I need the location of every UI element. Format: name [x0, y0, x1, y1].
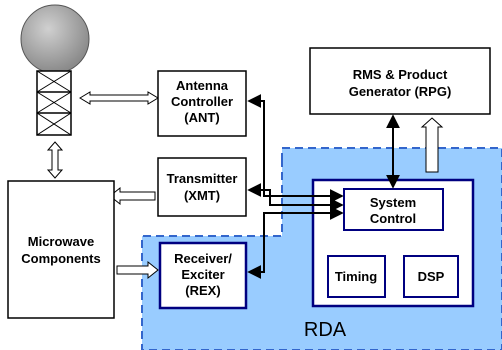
xmt-box: Transmitter (XMT) — [157, 157, 247, 217]
ant-label-line2: Controller — [171, 94, 233, 109]
xmt-sysctrl-connector — [247, 183, 344, 212]
rex-label-line2: Exciter — [181, 267, 224, 282]
rpg-box: RMS & Product Generator (RPG) — [309, 47, 491, 115]
xmt-label-line2: (XMT) — [184, 188, 220, 203]
timing-box: Timing — [327, 255, 386, 298]
system-control-label-line1: System — [370, 195, 416, 210]
microwave-label-line2: Components — [21, 251, 100, 266]
rda-to-rpg-arrow — [420, 117, 444, 173]
rex-sysctrl-connector — [247, 206, 344, 279]
xmt-to-microwave-arrow — [109, 186, 156, 206]
rex-label-line1: Receiver/ — [174, 251, 232, 266]
microwave-label-line1: Microwave — [28, 234, 94, 249]
rda-label: RDA — [304, 319, 347, 341]
system-control-label-line2: Control — [370, 211, 416, 226]
ant-label-line3: (ANT) — [184, 110, 219, 125]
radar-tower-icon — [20, 4, 90, 136]
system-control-box: System Control — [343, 188, 444, 231]
ant-label-line1: Antenna — [176, 78, 229, 93]
tower-microwave-double-arrow — [46, 141, 64, 179]
radome-icon — [20, 4, 90, 74]
dsp-box: DSP — [403, 255, 459, 298]
microwave-box: Microwave Components — [7, 180, 115, 319]
timing-label: Timing — [335, 269, 377, 284]
xmt-label-line1: Transmitter — [167, 171, 238, 186]
rex-label-line3: (REX) — [185, 283, 220, 298]
rex-box: Receiver/ Exciter (REX) — [158, 241, 248, 310]
microwave-to-rex-arrow — [116, 260, 159, 280]
ant-box: Antenna Controller (ANT) — [157, 70, 247, 137]
tower-ant-double-arrow — [79, 91, 159, 105]
dsp-label: DSP — [418, 269, 445, 284]
rpg-label-line1: RMS & Product — [353, 67, 448, 82]
rpg-label-line2: Generator (RPG) — [349, 84, 452, 99]
